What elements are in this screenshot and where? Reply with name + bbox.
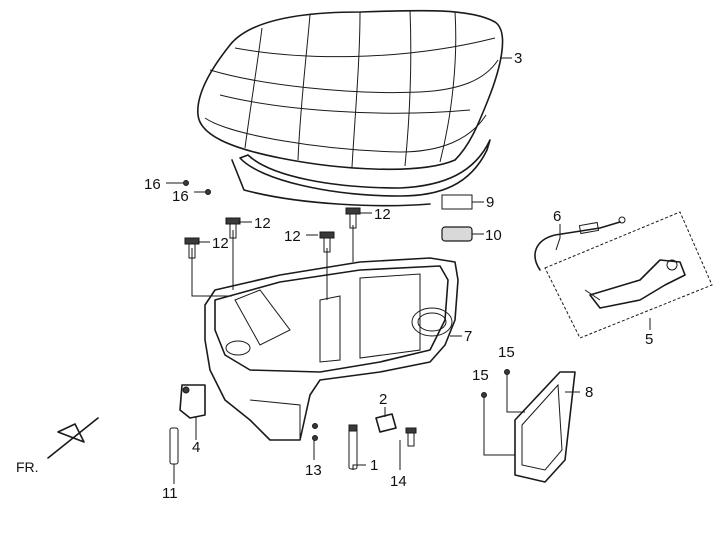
callout-11: 11: [162, 485, 178, 502]
latch-2: [375, 413, 397, 433]
screw-16-upper: [183, 180, 189, 186]
callout-12-center-left: 12: [254, 215, 271, 232]
post-1: [348, 424, 358, 470]
callout-3: 3: [514, 50, 522, 67]
lid-cover-8: [514, 371, 576, 483]
callout-12-left: 12: [212, 235, 229, 252]
callout-13: 13: [305, 462, 322, 479]
screw-14: [405, 427, 417, 447]
pin-11: [169, 427, 179, 465]
callout-15-left: 15: [472, 367, 489, 384]
callout-7: 7: [464, 328, 472, 345]
callout-15-right: 15: [498, 344, 515, 361]
callout-12-center: 12: [284, 228, 301, 245]
callout-labels: 3 9 10 6 5 7 8 12 12 12 12 16 16 4 11 1 …: [16, 50, 653, 502]
callout-2: 2: [379, 391, 387, 408]
seat-lock-assembly: [544, 211, 713, 339]
callout-12-right: 12: [374, 206, 391, 223]
callout-6: 6: [553, 208, 561, 225]
callout-4: 4: [192, 439, 200, 456]
callout-16-upper: 16: [144, 176, 161, 193]
callout-10: 10: [485, 227, 502, 244]
screw-15-b: [504, 369, 510, 375]
callout-8: 8: [585, 384, 593, 401]
rubber-pad-10: [441, 226, 473, 242]
seat-lock-cable: [534, 216, 626, 271]
seat: [197, 9, 504, 207]
screw-15-a: [481, 392, 487, 398]
leader-lines: [166, 57, 651, 484]
screw-13-a: [312, 423, 318, 429]
rubber-pad-9: [441, 194, 473, 210]
front-direction-arrow: [47, 417, 99, 459]
front-direction-label: FR.: [16, 459, 39, 475]
callout-9: 9: [486, 194, 494, 211]
screw-16-lower: [205, 189, 211, 195]
callout-14: 14: [390, 473, 407, 490]
luggage-box: [204, 257, 459, 441]
helmet-hook: [179, 384, 206, 419]
screw-13-b: [312, 435, 318, 441]
callout-1: 1: [370, 457, 378, 474]
callout-16-lower: 16: [172, 188, 189, 205]
callout-5: 5: [645, 331, 653, 348]
